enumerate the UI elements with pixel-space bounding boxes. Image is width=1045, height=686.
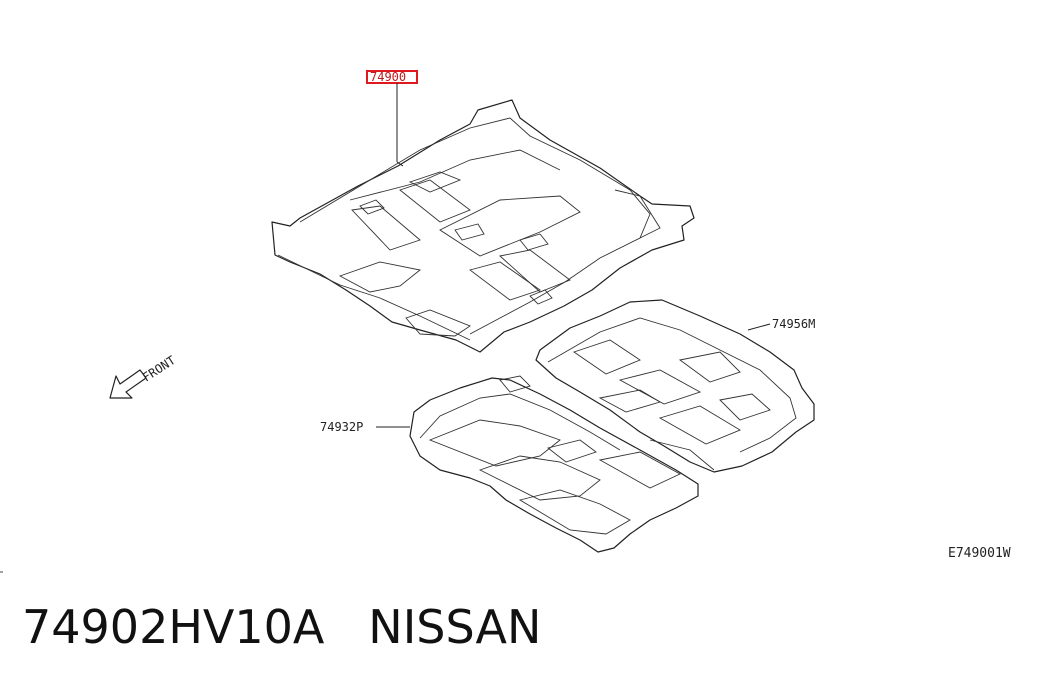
callout-74956m[interactable]: 74956M (747, 317, 815, 331)
part-number: 74902HV10A (22, 600, 325, 654)
front-label: FRONT (140, 353, 178, 384)
figure-code: E749001W (948, 546, 1011, 561)
main-floor-carpet (271, 99, 695, 353)
callout-rear-label: 74956M (772, 317, 815, 331)
callout-front-label: 74932P (320, 420, 363, 434)
rear-floor-carpet (535, 299, 815, 473)
callout-highlight-box (366, 70, 418, 84)
part-caption: 74902HV10A NISSAN (22, 600, 541, 654)
callout-74932p[interactable]: 74932P (320, 420, 410, 434)
front-floor-carpet (409, 375, 699, 553)
callout-74900[interactable]: 74900 (366, 70, 418, 167)
callout-rear-leader (747, 323, 771, 331)
brand-name: NISSAN (368, 600, 542, 654)
callout-main-label: 74900 (370, 70, 406, 84)
front-arrow-icon: FRONT (109, 353, 178, 399)
